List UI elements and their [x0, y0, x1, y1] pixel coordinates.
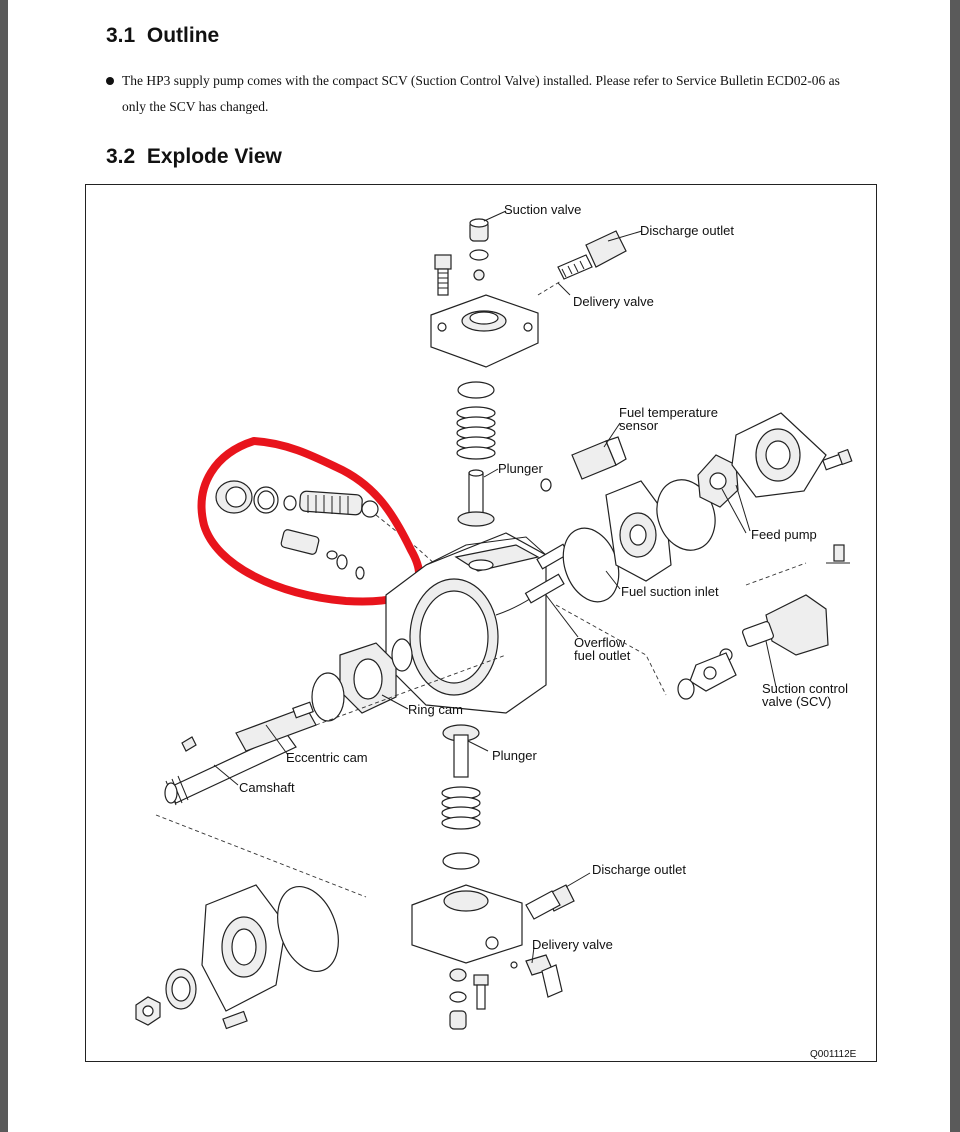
outline-line-2: only the SCV has changed. — [122, 99, 269, 114]
suction-valve-part — [469, 218, 489, 281]
discharge-outlet-bottom-part — [525, 884, 575, 920]
front-cover — [201, 884, 287, 1012]
o-ring-front — [277, 885, 339, 973]
label-discharge-outlet-top: Discharge outlet — [640, 223, 734, 238]
screw-front-cover — [222, 1010, 248, 1030]
leader-lines — [213, 210, 777, 964]
discharge-outlet-top-part — [557, 230, 627, 280]
ring-cam-spacer — [311, 672, 345, 722]
bottom-small-parts — [449, 968, 489, 1030]
bullet-dot — [106, 77, 114, 85]
figure-code: Q001112E — [810, 1049, 857, 1060]
pump-housing — [385, 532, 570, 714]
outline-line-1: The HP3 supply pump comes with the compa… — [122, 73, 840, 88]
old-scv-parts — [215, 480, 379, 580]
explode-view-figure: Suction valve Discharge outlet Delivery … — [85, 184, 877, 1062]
highlight-circle — [197, 437, 424, 606]
section-heading-explode-view: 3.2 Explode View — [106, 145, 282, 168]
o-ring-upper — [457, 381, 495, 399]
label-scv-line1: Suction control — [762, 681, 848, 696]
bolt-top — [434, 254, 452, 296]
label-feed-pump: Feed pump — [751, 527, 817, 542]
new-scv-part — [677, 544, 850, 700]
delivery-valve-bottom-part — [510, 954, 563, 998]
plunger-lower — [442, 724, 480, 778]
label-eccentric-cam: Eccentric cam — [286, 750, 368, 765]
camshaft-part — [164, 701, 317, 806]
oil-seal — [165, 968, 197, 1010]
label-scv-line2: valve (SCV) — [762, 694, 831, 709]
label-overflow-line1: Overflow — [574, 635, 626, 650]
feed-pump-housing — [731, 412, 827, 498]
section-heading-outline: 3.1 Outline — [106, 24, 220, 47]
label-ring-cam: Ring cam — [408, 702, 463, 717]
label-fuel-temperature-line2: sensor — [619, 418, 659, 433]
feed-pump-rotor — [697, 454, 739, 508]
bottom-cover — [411, 884, 523, 964]
outline-text: The HP3 supply pump comes with the compa… — [122, 68, 892, 120]
label-overflow-line2: fuel outlet — [574, 648, 631, 663]
label-fuel-suction-inlet: Fuel suction inlet — [621, 584, 719, 599]
fuel-temperature-sensor-part — [540, 436, 627, 492]
label-delivery-valve-top: Delivery valve — [573, 294, 654, 309]
screw-feed-pump — [822, 448, 853, 471]
label-plunger-bottom: Plunger — [492, 748, 537, 763]
exploded-diagram: Suction valve Discharge outlet Delivery … — [135, 202, 857, 1060]
label-fuel-temperature-line1: Fuel temperature — [619, 405, 718, 420]
plunger-upper — [457, 469, 495, 527]
label-camshaft: Camshaft — [239, 780, 295, 795]
ring-cam-bush — [391, 638, 413, 672]
nut — [135, 996, 161, 1026]
label-plunger-top: Plunger — [498, 461, 543, 476]
feed-pump-cover — [605, 480, 672, 582]
spring-upper — [456, 406, 496, 460]
spring-lower — [441, 786, 481, 830]
label-discharge-outlet-bottom: Discharge outlet — [592, 862, 686, 877]
top-cover — [430, 294, 539, 368]
o-ring-lower — [442, 852, 480, 870]
label-suction-valve: Suction valve — [504, 202, 581, 217]
label-delivery-valve-bottom: Delivery valve — [532, 937, 613, 952]
